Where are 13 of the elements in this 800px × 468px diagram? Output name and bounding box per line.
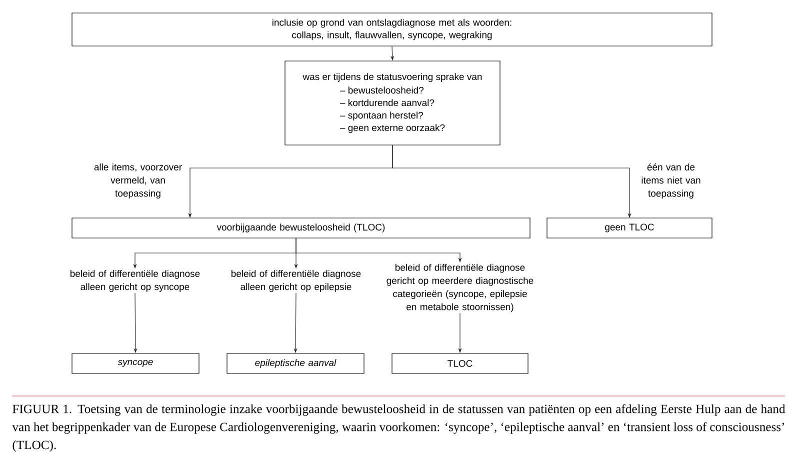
process-box: syncope xyxy=(72,353,200,374)
process-box: TLOC xyxy=(392,353,528,374)
step-text: beleid of differentiële diagnose gericht op meerdere diagnostische categorieën (syncope, epilepsie en metabole stoornissen) xyxy=(386,264,534,312)
decision-box: was er tijdens de statusvoering sprake van – bewusteloosheid? – kortdurende aanval? – spontaan herstel? – geen externe oorzaak? xyxy=(284,60,500,146)
step-text: beleid of differentiële diagnose alleen gericht op syncope xyxy=(70,270,200,292)
process-box: geen TLOC xyxy=(546,218,712,238)
process-box: voorbijgaande bewusteloosheid (TLOC) xyxy=(72,218,530,238)
edge-label: alle items, voorzover vermeld, van toepassing xyxy=(87,162,189,200)
edge-label: één van de items niet van toepassing xyxy=(630,162,712,200)
caption: FIGUUR 1. Toetsing van de terminologie inzake voorbijgaande bewusteloosheid in de statussen van patiënten op een afdeling Eerste Hulp aan de hand van het begrippenkader van de Europese Cardiologenvereniging, waarin voorkomen: ‘syncope’, ‘epileptische aanval’ en ‘transient loss of consciousness’ (TLOC). xyxy=(12,404,786,452)
process-box: epileptische aanval xyxy=(226,353,364,374)
step-text: beleid of differentiële diagnose alleen gericht op epilepsie xyxy=(231,270,361,292)
process-box: inclusie op grond van ontslagdiagnose met als woorden: collaps, insult, flauwvallen, syncope, wegraking xyxy=(72,12,712,46)
